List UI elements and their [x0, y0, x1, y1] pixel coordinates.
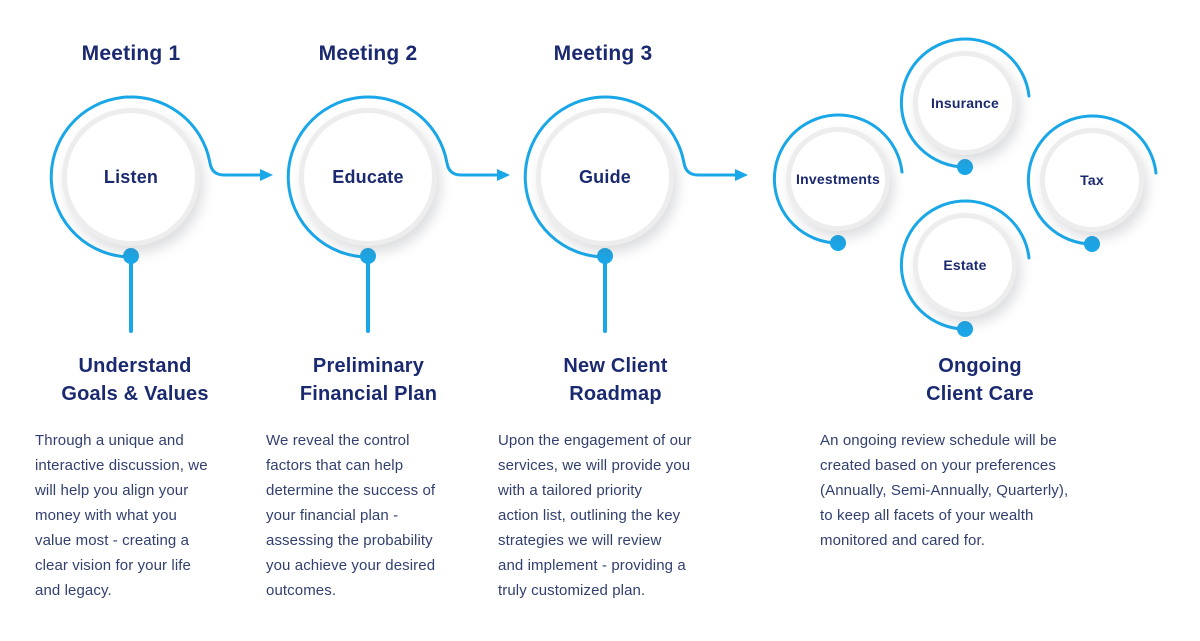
- estate-arc: [899, 199, 1031, 331]
- estate-circle: Estate: [913, 213, 1017, 317]
- investments-circle: Investments: [786, 127, 890, 231]
- guide-endpoint-dot: [597, 248, 613, 264]
- guide-arc: [523, 95, 737, 259]
- arrow-right-icon: [497, 169, 510, 181]
- section-ongoing-client-care: Ongoing Client Care An ongoing review sc…: [820, 352, 1140, 553]
- tax-endpoint-dot: [1084, 236, 1100, 252]
- arrow-right-icon: [735, 169, 748, 181]
- guide-connector: [523, 95, 748, 333]
- section-body: Upon the engagement of our services, we …: [498, 432, 692, 599]
- educate-circle: Educate: [299, 108, 437, 246]
- listen-connector: [49, 95, 273, 333]
- section-heading: New Client Roadmap: [563, 355, 668, 405]
- meeting-1-title: Meeting 1: [81, 42, 181, 65]
- guide-circle-label: Guide: [578, 166, 631, 187]
- estate-endpoint-dot: [957, 321, 973, 337]
- tax-circle: Tax: [1040, 128, 1144, 232]
- listen-circle-label: Listen: [103, 166, 159, 187]
- section-body: We reveal the control factors that can h…: [266, 432, 436, 599]
- estate-circle-label: Estate: [943, 257, 987, 273]
- section-preliminary-financial-plan: Preliminary Financial Plan We reveal the…: [266, 352, 471, 603]
- investments-arc: [772, 113, 904, 245]
- insurance-endpoint-dot: [957, 159, 973, 175]
- section-heading: Preliminary Financial Plan: [299, 355, 438, 405]
- investments-circle-label: Investments: [796, 171, 880, 187]
- estate-connector: [899, 199, 1031, 337]
- tax-arc: [1026, 114, 1158, 246]
- guide-circle: Guide: [536, 108, 674, 246]
- section-understand-goals-values: Understand Goals & Values Through a uniq…: [35, 352, 235, 603]
- section-heading: Understand Goals & Values: [61, 355, 209, 405]
- tax-connector: [1026, 114, 1158, 252]
- insurance-arc: [899, 37, 1031, 169]
- listen-endpoint-dot: [123, 248, 139, 264]
- tax-circle-label: Tax: [1080, 172, 1104, 188]
- section-heading: Ongoing Client Care: [926, 355, 1034, 405]
- arrow-right-icon: [260, 169, 273, 181]
- investments-connector: [772, 113, 904, 251]
- insurance-connector: [899, 37, 1031, 175]
- section-new-client-roadmap: New Client Roadmap Upon the engagement o…: [498, 352, 733, 603]
- section-body: An ongoing review schedule will be creat…: [820, 432, 1069, 549]
- educate-circle-label: Educate: [332, 166, 404, 187]
- educate-endpoint-dot: [360, 248, 376, 264]
- educate-connector: [286, 95, 510, 333]
- meeting-2-title: Meeting 2: [318, 42, 418, 65]
- insurance-circle-label: Insurance: [931, 95, 999, 111]
- educate-arc: [286, 95, 499, 259]
- listen-circle: Listen: [62, 108, 200, 246]
- section-body: Through a unique and interactive discuss…: [35, 432, 208, 599]
- investments-endpoint-dot: [830, 235, 846, 251]
- insurance-circle: Insurance: [913, 51, 1017, 155]
- listen-arc: [49, 95, 262, 259]
- meeting-3-title: Meeting 3: [553, 42, 653, 65]
